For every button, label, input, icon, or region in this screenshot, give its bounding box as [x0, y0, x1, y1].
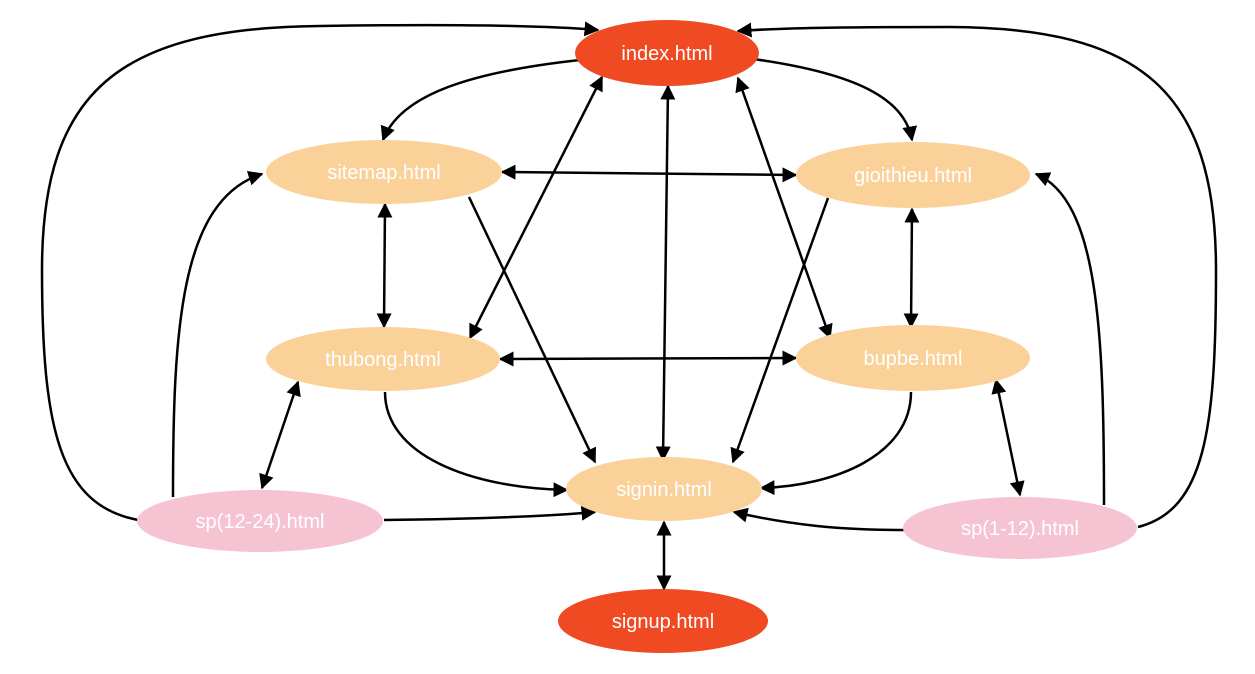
edge-index-gioithieu [736, 51, 918, 142]
node-index-label: index.html [621, 43, 712, 65]
edge-sp1224-index [40, 21, 600, 522]
node-sp112[interactable]: sp(1-12).html [903, 497, 1137, 559]
edge-bupbe-signin [759, 391, 913, 496]
node-sp1224[interactable]: sp(12-24).html [137, 490, 383, 552]
edge-index-bupbe [735, 76, 833, 340]
node-signin-label: signin.html [616, 479, 712, 501]
node-thubong[interactable]: thubong.html [266, 327, 500, 391]
edge-sitemap-thubong [376, 202, 393, 329]
node-index[interactable]: index.html [575, 20, 759, 86]
edge-bupbe-sp112 [991, 378, 1025, 497]
edge-sp112-signin [732, 507, 905, 532]
edge-sitemap-gioithieu [500, 164, 798, 183]
node-thubong-shape [266, 327, 500, 391]
node-signin-shape [566, 457, 762, 521]
node-gioithieu[interactable]: gioithieu.html [796, 142, 1030, 208]
edge-sitemap-signin [467, 196, 597, 464]
edge-gioithieu-signin [730, 197, 830, 464]
edge-index-sitemap [380, 51, 602, 142]
node-signin[interactable]: signin.html [566, 457, 762, 521]
node-thubong-label: thubong.html [325, 349, 441, 371]
edges [40, 21, 1218, 591]
node-sitemap[interactable]: sitemap.html [266, 140, 502, 204]
node-signup[interactable]: signup.html [558, 589, 768, 653]
node-bupbe-shape [796, 325, 1030, 391]
node-sitemap-shape [266, 140, 502, 204]
edge-index-signin [655, 84, 676, 462]
node-gioithieu-shape [796, 142, 1030, 208]
edge-thubong-signin [383, 391, 569, 498]
node-sp1224-label: sp(12-24).html [196, 511, 325, 533]
node-signup-label: signup.html [612, 611, 714, 633]
edge-sp112-gioithieu [1034, 172, 1106, 506]
node-bupbe[interactable]: bupbe.html [796, 325, 1030, 391]
edge-sp1224-signin [383, 505, 597, 522]
node-gioithieu-label: gioithieu.html [854, 165, 972, 187]
node-sp112-label: sp(1-12).html [961, 518, 1079, 540]
node-index-shape [575, 20, 759, 86]
edge-gioithieu-bupbe [903, 207, 920, 329]
node-signup-shape [558, 589, 768, 653]
edge-sp112-index [736, 22, 1218, 529]
edge-sp1224-sitemap [171, 170, 264, 498]
node-bupbe-label: bupbe.html [864, 348, 963, 370]
node-sitemap-label: sitemap.html [327, 162, 440, 184]
nodes: index.html sitemap.html gioithieu.html t… [137, 20, 1137, 653]
edge-thubong-bupbe [498, 350, 798, 367]
node-sp1224-shape [137, 490, 383, 552]
node-sp112-shape [903, 497, 1137, 559]
edge-index-thubong [468, 75, 604, 340]
edge-thubong-sp1224 [259, 380, 301, 490]
